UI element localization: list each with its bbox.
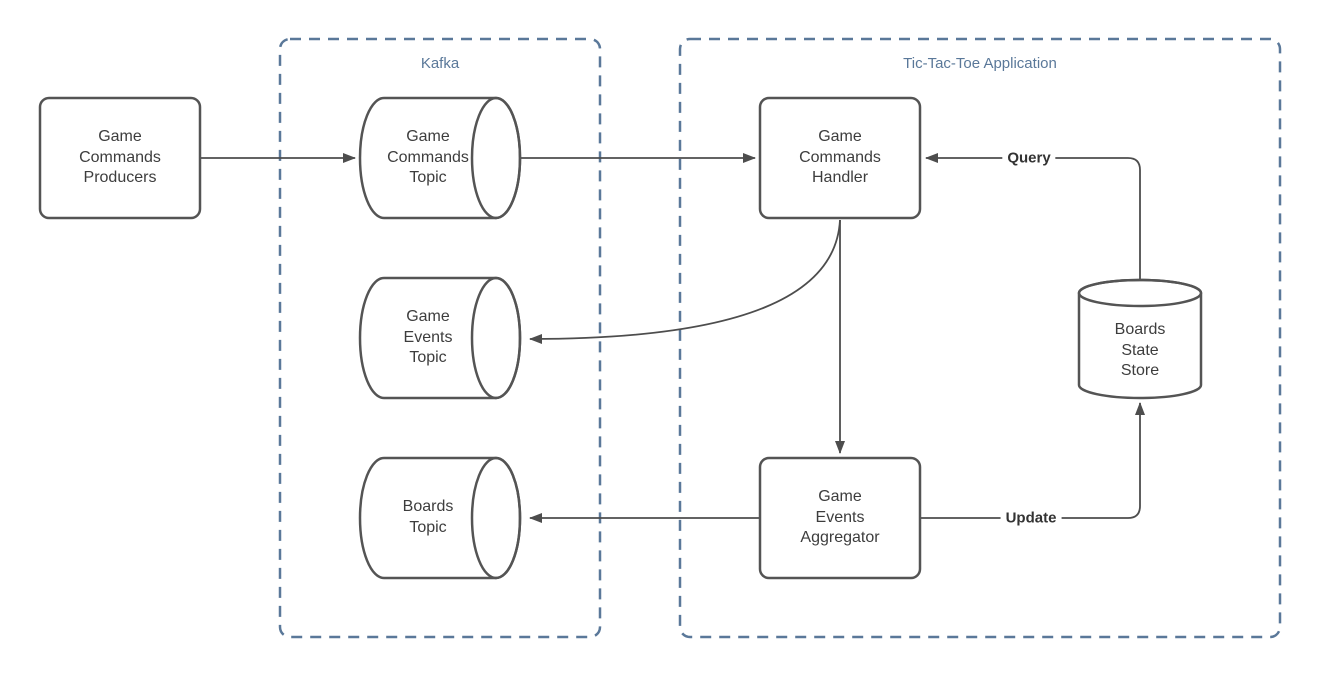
aggregator-node-shape	[758, 456, 922, 580]
events-topic-shape	[358, 276, 522, 400]
commands-topic-shape	[358, 96, 522, 220]
app-container-border	[678, 37, 1282, 639]
connectors	[200, 153, 1145, 523]
query-edge-label: Query	[1002, 148, 1056, 168]
update-edge-label: Update	[1000, 508, 1062, 528]
edge-update-aggregator-to-store	[920, 402, 1145, 519]
app-container-label: Tic-Tac-Toe Application	[903, 55, 1057, 72]
state-store-shape	[1077, 278, 1203, 400]
edge-query-store-to-handler	[925, 153, 1141, 279]
boards-topic-shape	[358, 456, 522, 580]
kafka-container-label: Kafka	[420, 55, 460, 72]
producers-node-shape	[38, 96, 202, 220]
handler-node-shape	[758, 96, 922, 220]
edge-handler-to-events-topic	[529, 219, 841, 344]
